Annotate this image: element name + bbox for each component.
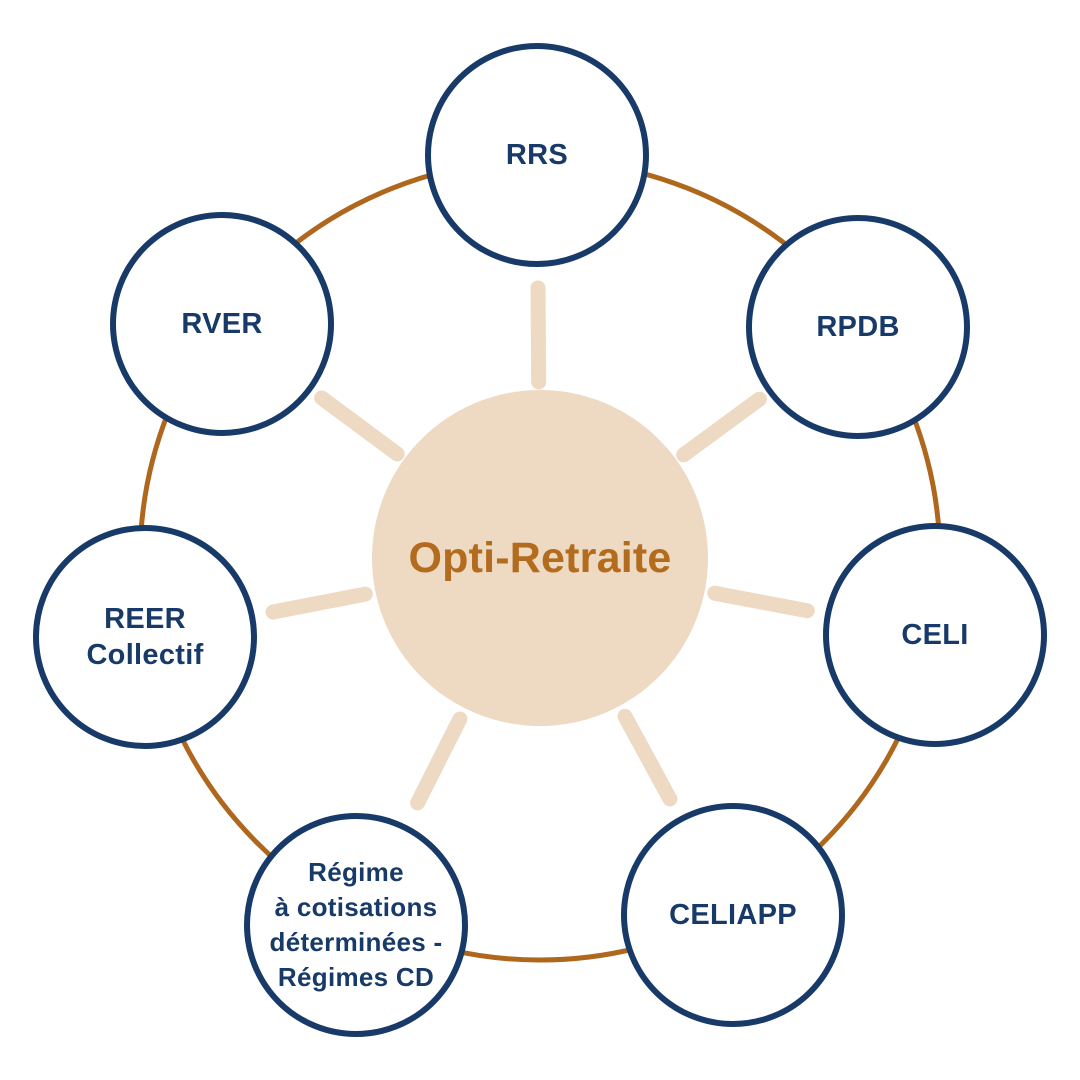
node-rpdb: RPDB xyxy=(746,215,970,439)
node-reer-collectif-label: REER Collectif xyxy=(86,601,203,674)
node-label-line: CELIAPP xyxy=(669,898,797,931)
node-rrs: RRS xyxy=(425,43,649,267)
node-label-line: Régime xyxy=(308,857,404,888)
node-label-line: à cotisations xyxy=(274,892,438,923)
spoke-rpdb xyxy=(676,391,767,463)
node-label-line: CELI xyxy=(901,618,969,651)
spoke-rver xyxy=(314,390,405,462)
spoke-rrs xyxy=(530,280,547,390)
node-celiapp: CELIAPP xyxy=(621,803,845,1027)
node-regime-cd: Régime à cotisations déterminées - Régim… xyxy=(244,813,468,1037)
node-label-line: RPDB xyxy=(816,310,900,343)
spoke-regime-cd xyxy=(410,711,468,811)
node-rrs-label: RRS xyxy=(506,137,568,173)
node-label-line: Collectif xyxy=(86,639,204,671)
node-rver-label: RVER xyxy=(181,306,262,342)
node-regime-cd-label: Régime à cotisations déterminées - Régim… xyxy=(270,855,443,994)
node-reer-collectif: REER Collectif xyxy=(33,525,257,749)
node-celiapp-label: CELIAPP xyxy=(669,897,797,933)
hub-label: Opti-Retraite xyxy=(408,533,672,582)
node-label-line: RRS xyxy=(505,138,569,171)
spoke-reer-collectif xyxy=(265,586,373,620)
node-celi: CELI xyxy=(823,523,1047,747)
hub-circle xyxy=(372,390,708,726)
node-label-line: REER xyxy=(104,602,186,635)
node-label-line: Régimes CD xyxy=(277,961,435,992)
node-celi-label: CELI xyxy=(901,617,968,653)
node-label-line: RVER xyxy=(181,307,263,340)
spoke-celiapp xyxy=(617,708,678,807)
spoke-celi xyxy=(707,585,815,619)
node-rver: RVER xyxy=(110,212,334,436)
node-label-line: déterminées - xyxy=(269,927,443,957)
node-rpdb-label: RPDB xyxy=(816,309,899,345)
